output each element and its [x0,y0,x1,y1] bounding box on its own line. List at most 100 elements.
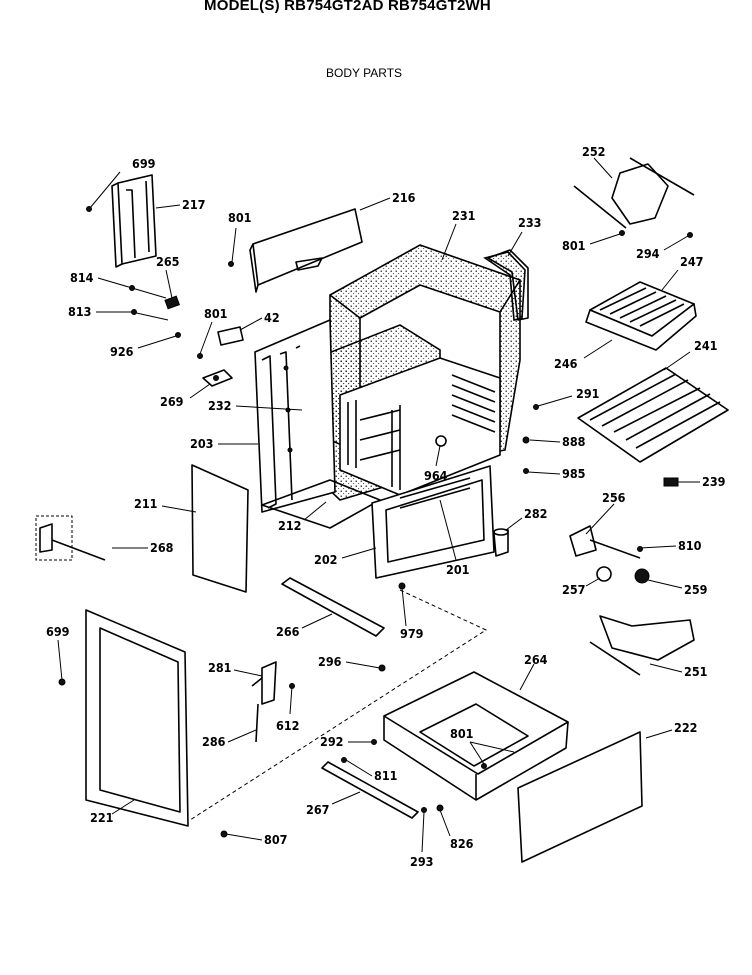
svg-text:251: 251 [684,664,708,679]
svg-text:231: 231 [452,208,476,223]
svg-text:811: 811 [374,768,398,783]
callout-221: 221 [90,799,135,825]
svg-text:268: 268 [150,540,174,555]
callout-281: 281 [208,660,263,677]
svg-text:291: 291 [576,386,600,401]
callout-979: 979 [398,582,424,641]
callout-811: 811 [341,757,398,783]
svg-text:203: 203 [190,436,213,451]
svg-text:801: 801 [562,238,586,253]
callout-813: 813 [68,304,169,321]
section-title: BODY PARTS [326,66,403,80]
callout-42: 42 [239,310,280,331]
callout-801a: 801 [228,210,252,267]
svg-text:888: 888 [562,434,586,449]
svg-text:699: 699 [132,156,156,171]
callout-291: 291 [533,386,600,410]
callout-265: 265 [156,254,180,299]
callout-217: 217 [155,197,205,212]
callout-699a: 699 [86,156,156,212]
svg-text:281: 281 [208,660,232,675]
callout-241: 241 [663,338,718,371]
callout-264: 264 [519,652,548,691]
svg-text:810: 810 [678,538,702,553]
svg-text:241: 241 [694,338,718,353]
knob-282 [493,528,509,557]
svg-text:269: 269 [160,394,184,409]
clip-265 [164,295,180,310]
callout-269: 269 [160,383,211,409]
svg-text:256: 256 [602,490,626,505]
svg-text:292: 292 [320,734,343,749]
callout-212: 212 [278,501,327,533]
svg-text:801: 801 [228,210,252,225]
svg-text:266: 266 [276,624,300,639]
svg-text:612: 612 [276,718,299,733]
model-numbers-header: MODEL(S) RB754GT2AD RB754GT2WH [204,0,491,14]
callout-251: 251 [649,663,708,679]
bracket-plate-42 [217,326,244,346]
svg-text:257: 257 [562,582,585,597]
door-frame-201 [399,477,471,509]
oven-rack-241 [577,367,729,463]
drawer-front-222 [517,731,643,863]
svg-text:222: 222 [674,720,697,735]
callout-294: 294 [636,232,693,261]
svg-text:211: 211 [134,496,158,511]
vent-panel-216 [249,208,363,293]
svg-text:807: 807 [264,832,287,847]
side-trim-bracket-217 [111,174,157,268]
callout-296: 296 [318,654,386,672]
callout-239: 239 [678,474,726,489]
svg-text:286: 286 [202,734,226,749]
svg-text:282: 282 [524,506,547,521]
callout-266: 266 [276,613,333,639]
callout-labels: 699 217 216 801 231 233 252 801 [46,144,726,869]
svg-text:826: 826 [450,836,474,851]
callout-293: 293 [410,807,433,869]
callout-247: 247 [661,254,703,291]
callout-801b: 801 [562,230,625,253]
svg-text:264: 264 [524,652,548,667]
callout-807: 807 [220,830,287,847]
svg-text:985: 985 [562,466,586,481]
callout-203: 203 [190,436,258,451]
callout-268: 268 [112,540,174,555]
svg-text:202: 202 [314,552,337,567]
callout-612: 612 [276,683,299,733]
callout-926: 926 [110,332,181,359]
svg-text:265: 265 [156,254,180,269]
svg-text:239: 239 [702,474,726,489]
door-hinge-281 [251,661,277,743]
front-rail-266 [281,577,385,637]
svg-text:221: 221 [90,810,114,825]
broiler-pan-252 [573,157,695,229]
callout-964: 964 [424,445,448,483]
svg-text:216: 216 [392,190,416,205]
callout-231: 231 [441,208,476,261]
svg-text:294: 294 [636,246,660,261]
svg-text:217: 217 [182,197,205,212]
svg-text:42: 42 [264,310,280,325]
callout-201: 201 [439,499,470,577]
reference-outline [189,589,488,821]
callout-292: 292 [320,734,377,749]
callout-810: 810 [637,538,702,553]
callout-814: 814 [70,270,167,299]
drawer-rail-267 [321,761,419,819]
control-assembly-256 [569,525,650,584]
bracket-269 [202,369,233,387]
svg-text:699: 699 [46,624,70,639]
callout-257: 257 [562,577,601,597]
svg-text:813: 813 [68,304,91,319]
svg-text:296: 296 [318,654,342,669]
svg-text:267: 267 [306,802,329,817]
callout-259: 259 [647,579,708,597]
svg-text:259: 259 [684,582,708,597]
svg-text:247: 247 [680,254,703,269]
callout-286: 286 [202,729,257,749]
callout-222: 222 [645,720,697,739]
callout-246: 246 [554,339,613,371]
svg-text:801: 801 [450,726,474,741]
